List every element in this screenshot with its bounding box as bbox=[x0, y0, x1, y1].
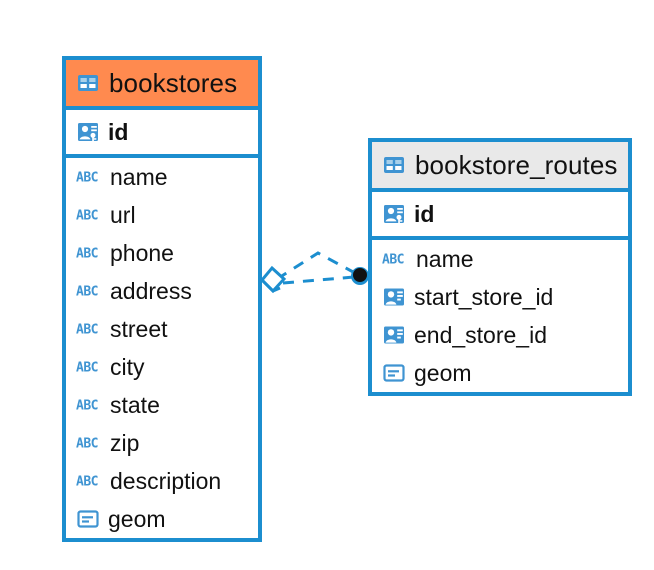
many-diamond-marker bbox=[259, 265, 287, 294]
field-label: id bbox=[108, 118, 129, 145]
field-label: phone bbox=[110, 239, 174, 266]
field-label: end_store_id bbox=[414, 321, 547, 348]
field-label: geom bbox=[108, 505, 166, 532]
entity-header-bookstore-routes[interactable]: bookstore_routes bbox=[372, 142, 628, 192]
entity-title: bookstores bbox=[109, 67, 238, 98]
svg-text:ABC: ABC bbox=[76, 437, 98, 451]
field-row-url[interactable]: ABC url bbox=[66, 196, 258, 234]
foreign-key-icon bbox=[382, 323, 406, 347]
geometry-icon bbox=[76, 507, 100, 531]
svg-text:ABC: ABC bbox=[76, 361, 98, 375]
field-row-geom[interactable]: geom bbox=[66, 500, 258, 538]
abc-icon: ABC bbox=[76, 360, 102, 375]
svg-text:ABC: ABC bbox=[382, 253, 404, 267]
svg-text:ABC: ABC bbox=[76, 399, 98, 413]
field-row-city[interactable]: ABC city bbox=[66, 348, 258, 386]
field-label: url bbox=[110, 201, 136, 228]
field-row-geom[interactable]: geom bbox=[372, 354, 628, 392]
svg-text:ABC: ABC bbox=[76, 323, 98, 337]
foreign-key-icon bbox=[382, 285, 406, 309]
svg-text:ABC: ABC bbox=[76, 285, 98, 299]
field-label: start_store_id bbox=[414, 283, 554, 310]
abc-icon: ABC bbox=[76, 398, 102, 413]
abc-icon: ABC bbox=[76, 284, 102, 299]
fields-list-bookstores: ABC name ABC url ABC p bbox=[66, 158, 258, 538]
abc-icon: ABC bbox=[76, 322, 102, 337]
field-label: id bbox=[414, 200, 435, 227]
svg-text:ABC: ABC bbox=[76, 247, 98, 261]
primary-key-icon bbox=[382, 202, 406, 226]
geometry-icon bbox=[382, 361, 406, 385]
field-label: state bbox=[110, 391, 160, 418]
field-row-end-store-id[interactable]: end_store_id bbox=[372, 316, 628, 354]
field-label: name bbox=[110, 163, 168, 190]
field-row-state[interactable]: ABC state bbox=[66, 386, 258, 424]
abc-icon: ABC bbox=[76, 436, 102, 451]
field-row-name[interactable]: ABC name bbox=[372, 240, 628, 278]
field-label: name bbox=[416, 245, 474, 272]
abc-icon: ABC bbox=[382, 252, 408, 267]
field-label: description bbox=[110, 467, 222, 494]
field-row-zip[interactable]: ABC zip bbox=[66, 424, 258, 462]
entity-header-bookstores[interactable]: bookstores bbox=[66, 60, 258, 110]
primary-key-section: id bbox=[372, 192, 628, 240]
abc-icon: ABC bbox=[76, 208, 102, 223]
fields-list-bookstore-routes: ABC name start_store_id bbox=[372, 240, 628, 392]
field-row-start-store-id[interactable]: start_store_id bbox=[372, 278, 628, 316]
svg-text:ABC: ABC bbox=[76, 209, 98, 223]
abc-icon: ABC bbox=[76, 170, 102, 185]
field-row-street[interactable]: ABC street bbox=[66, 310, 258, 348]
entity-title: bookstore_routes bbox=[415, 149, 618, 180]
abc-icon: ABC bbox=[76, 474, 102, 489]
svg-text:ABC: ABC bbox=[76, 475, 98, 489]
field-label: address bbox=[110, 277, 192, 304]
field-row-id[interactable]: id bbox=[372, 192, 628, 236]
primary-key-section: id bbox=[66, 110, 258, 158]
table-icon bbox=[76, 71, 100, 95]
field-row-phone[interactable]: ABC phone bbox=[66, 234, 258, 272]
field-row-name[interactable]: ABC name bbox=[66, 158, 258, 196]
field-row-id[interactable]: id bbox=[66, 110, 258, 154]
field-label: street bbox=[110, 315, 168, 342]
field-label: city bbox=[110, 353, 145, 380]
relationship-line-straight bbox=[282, 275, 355, 285]
entity-bookstores[interactable]: bookstores id bbox=[62, 56, 262, 542]
svg-text:ABC: ABC bbox=[76, 171, 98, 185]
entity-bookstore-routes[interactable]: bookstore_routes id bbox=[368, 138, 632, 396]
table-icon bbox=[382, 153, 406, 177]
primary-key-icon bbox=[76, 120, 100, 144]
field-label: zip bbox=[110, 429, 140, 456]
relationship-line-arc bbox=[276, 251, 356, 281]
field-label: geom bbox=[414, 359, 472, 386]
field-row-address[interactable]: ABC address bbox=[66, 272, 258, 310]
abc-icon: ABC bbox=[76, 246, 102, 261]
one-filled-dot-marker bbox=[351, 267, 369, 285]
field-row-description[interactable]: ABC description bbox=[66, 462, 258, 500]
